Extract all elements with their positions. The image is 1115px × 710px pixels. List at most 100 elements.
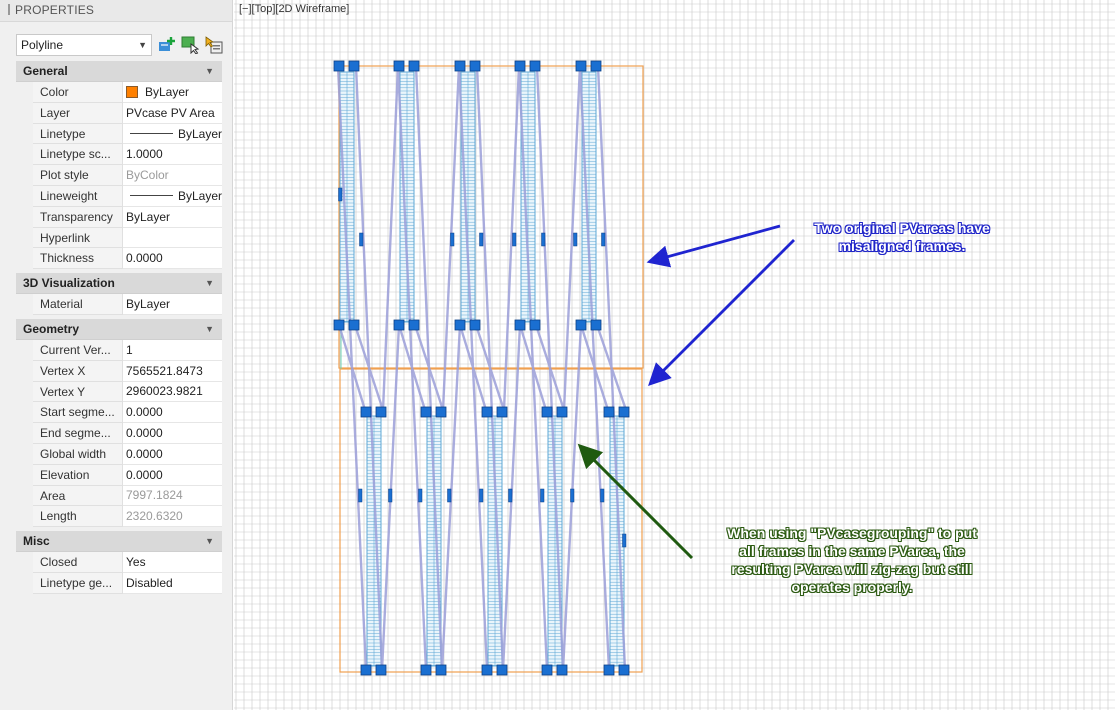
property-value-hyperlink[interactable]	[123, 227, 222, 249]
property-value-transparency[interactable]: ByLayer	[123, 206, 222, 228]
property-row-transparency[interactable]: Transparency ByLayer	[16, 206, 222, 228]
property-row-thickness[interactable]: Thickness 0.0000	[16, 248, 222, 270]
section-general[interactable]: General ▼	[16, 61, 222, 82]
property-row-linetype-scale[interactable]: Linetype sc... 1.0000	[16, 144, 222, 166]
properties-grid: General ▼ Color ByLayer Layer PVcase PV …	[16, 61, 222, 594]
section-misc-label: Misc	[23, 534, 50, 549]
grip-low-2-left	[420, 406, 432, 418]
property-value-elevation[interactable]: 0.0000	[123, 464, 222, 486]
property-row-vertex-x[interactable]: Vertex X 7565521.8473	[16, 360, 222, 382]
vertex-marker-3	[450, 232, 455, 247]
grip-mid-2-left	[393, 319, 405, 331]
property-name: Current Ver...	[33, 339, 123, 361]
property-row-end-segment-width[interactable]: End segme... 0.0000	[16, 423, 222, 444]
property-row-linetype-generation[interactable]: Linetype ge... Disabled	[16, 572, 222, 594]
property-row-material[interactable]: Material ByLayer	[16, 294, 222, 315]
property-value-linetype-generation[interactable]: Disabled	[123, 572, 222, 594]
viewport-controls-label[interactable]: [−][Top][2D Wireframe]	[239, 3, 350, 15]
grip-top-1-left	[333, 60, 345, 72]
grip-mid-2-right	[408, 319, 420, 331]
green-annotation-line: When using "PVcasegrouping" to put	[727, 525, 977, 541]
zigzag-pvarea-polyline	[336, 64, 628, 672]
vertex-marker-5	[512, 232, 517, 247]
property-value-lineweight[interactable]: ByLayer	[123, 185, 222, 207]
property-value-text: ByLayer	[177, 126, 222, 141]
property-value-vertex-x[interactable]: 7565521.8473	[123, 360, 222, 382]
property-row-vertex-y[interactable]: Vertex Y 2960023.9821	[16, 381, 222, 403]
section-general-label: General	[23, 64, 68, 78]
section-3d-visualization[interactable]: 3D Visualization ▼	[16, 273, 222, 295]
palette-title-bar[interactable]: PROPERTIES	[0, 0, 232, 22]
property-row-color[interactable]: Color ByLayer	[16, 82, 222, 103]
property-value-thickness[interactable]: 0.0000	[123, 248, 222, 270]
grip-bottom-2-left	[420, 664, 432, 676]
property-value-layer[interactable]: PVcase PV Area	[123, 102, 222, 124]
collapse-icon[interactable]: ▼	[205, 278, 214, 289]
vertex-marker-2	[359, 232, 364, 247]
grip-top-5-left	[575, 60, 587, 72]
toggle-pickadd-icon[interactable]	[205, 36, 223, 54]
section-geometry-label: Geometry	[23, 321, 80, 336]
drawing-viewport[interactable]: [−][Top][2D Wireframe] Two original PVar…	[234, 0, 1115, 710]
property-row-current-vertex[interactable]: Current Ver... 1	[16, 339, 222, 361]
blue-annotation: Two original PVareas have misaligned fra…	[782, 219, 1022, 255]
property-row-plot-style[interactable]: Plot style ByColor	[16, 165, 222, 186]
property-name: Vertex Y	[33, 381, 123, 403]
property-value-end-segment-width[interactable]: 0.0000	[123, 423, 222, 444]
grip-bottom-1-left	[360, 664, 372, 676]
drawing-canvas[interactable]	[234, 0, 1115, 710]
property-value-linetype-scale[interactable]: 1.0000	[123, 144, 222, 166]
property-row-area[interactable]: Area 7997.1824	[16, 485, 222, 507]
select-objects-icon[interactable]	[181, 36, 199, 54]
section-geometry[interactable]: Geometry ▼	[16, 318, 222, 340]
property-value-global-width[interactable]: 0.0000	[123, 443, 222, 465]
property-value-vertex-y[interactable]: 2960023.9821	[123, 381, 222, 403]
vertex-marker-15	[540, 488, 545, 503]
grip-top-4-right	[529, 60, 541, 72]
property-row-global-width[interactable]: Global width 0.0000	[16, 443, 222, 465]
property-value-linetype[interactable]: ByLayer	[123, 123, 222, 145]
lineweight-sample	[130, 195, 173, 197]
property-name: End segme...	[33, 423, 123, 444]
grip-bottom-1-right	[375, 664, 387, 676]
property-name: Layer	[33, 102, 123, 124]
green-annotation-line: operates properly.	[791, 579, 913, 595]
grip-mid-5-right	[590, 319, 602, 331]
property-row-linetype[interactable]: Linetype ByLayer	[16, 123, 222, 145]
grip-top-2-left	[393, 60, 405, 72]
property-name: Color	[33, 82, 123, 103]
property-name: Global width	[33, 443, 123, 465]
property-row-length[interactable]: Length 2320.6320	[16, 506, 222, 528]
property-name: Linetype	[33, 123, 123, 145]
property-value-closed[interactable]: Yes	[123, 552, 222, 573]
object-type-select[interactable]: Polyline ▼	[16, 34, 152, 56]
grip-low-5-right	[618, 406, 630, 418]
property-name: Start segme...	[33, 402, 123, 424]
property-name: Linetype sc...	[33, 144, 123, 166]
collapse-icon[interactable]: ▼	[205, 66, 214, 76]
green-arrow	[577, 443, 694, 560]
collapse-icon[interactable]: ▼	[205, 323, 214, 334]
grip-low-4-right	[556, 406, 568, 418]
property-value-color[interactable]: ByLayer	[123, 82, 222, 103]
property-row-start-segment-width[interactable]: Start segme... 0.0000	[16, 402, 222, 424]
property-value-material[interactable]: ByLayer	[123, 294, 222, 315]
property-value-current-vertex[interactable]: 1	[123, 339, 222, 361]
collapse-icon[interactable]: ▼	[205, 536, 214, 547]
quick-select-icon[interactable]	[158, 36, 176, 54]
grip-bottom-4-right	[556, 664, 568, 676]
object-type-value: Polyline	[21, 38, 64, 52]
property-row-closed[interactable]: Closed Yes	[16, 552, 222, 573]
vertex-marker-6	[541, 232, 546, 247]
section-misc[interactable]: Misc ▼	[16, 531, 222, 553]
property-value-start-segment-width[interactable]: 0.0000	[123, 402, 222, 424]
grip-bottom-5-left	[603, 664, 615, 676]
property-row-elevation[interactable]: Elevation 0.0000	[16, 464, 222, 486]
property-name: Material	[33, 294, 123, 315]
property-row-lineweight[interactable]: Lineweight ByLayer	[16, 185, 222, 207]
vertex-marker-11	[418, 488, 423, 503]
blue-arrow-top	[646, 224, 781, 268]
palette-grip-icon[interactable]	[8, 4, 10, 15]
property-row-hyperlink[interactable]: Hyperlink	[16, 227, 222, 249]
property-row-layer[interactable]: Layer PVcase PV Area	[16, 102, 222, 124]
